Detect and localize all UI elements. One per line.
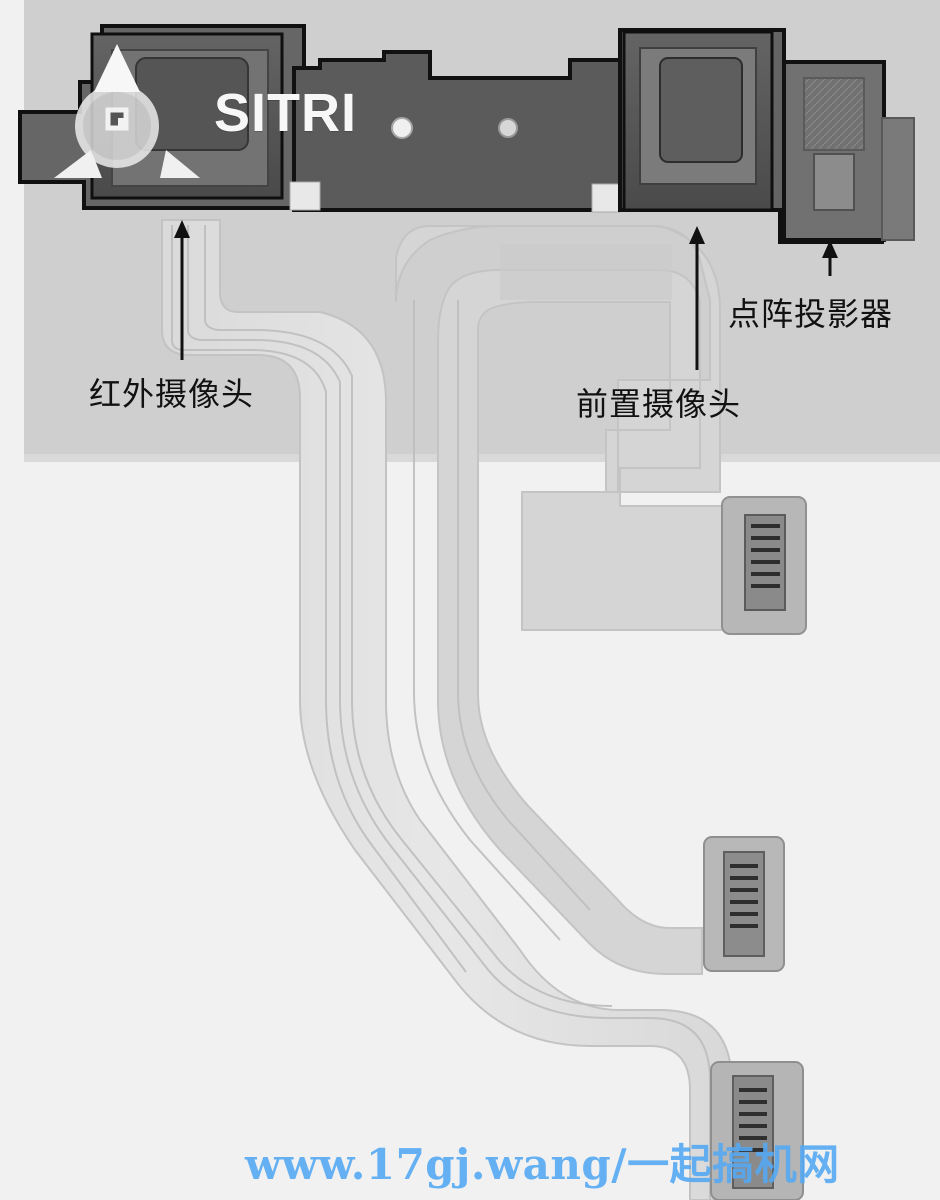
- secondary-flex-cable: [395, 225, 726, 975]
- left-connector-tab: [289, 181, 321, 211]
- annotation-arrows: [174, 220, 838, 370]
- screw-hole-left: [391, 117, 413, 139]
- left-sensor-assembly: [18, 24, 320, 210]
- flex-traces: [171, 225, 711, 1200]
- right-edge-tab: [881, 117, 915, 241]
- flex-overlap-region: [500, 244, 672, 300]
- right-connector-tab: [591, 183, 621, 213]
- connector-pads: [703, 496, 807, 1200]
- dot-projector-label: 点阵投影器: [728, 295, 894, 333]
- connector-pad-3-core: [732, 1075, 774, 1189]
- upper-gray-bottom-edge: [24, 454, 940, 462]
- watermark-text: www.17gj.wang/一起搞机网: [245, 1140, 840, 1189]
- dot-projector-arrow-head: [822, 240, 838, 258]
- ir-camera-arrow-head: [174, 220, 190, 238]
- sitri-logo-center: [118, 118, 126, 126]
- connector-pad-2-pins: [730, 864, 758, 928]
- sitri-logo-top-triangle: [94, 44, 140, 92]
- screw-hole-right: [498, 118, 518, 138]
- front-camera-arrow-head: [689, 226, 705, 244]
- connector-pad-1-pins: [751, 524, 780, 588]
- center-bracket: [289, 50, 622, 213]
- sitri-logo-right-triangle: [160, 150, 200, 178]
- sitri-brand-text: SITRI: [214, 83, 358, 143]
- flex-cable-group: [161, 219, 733, 1200]
- sitri-logo-left-triangle: [54, 150, 102, 178]
- dot-projector-circuit: [803, 77, 865, 151]
- right-camera-assembly: [618, 28, 915, 244]
- front-camera-label: 前置摄像头: [576, 385, 742, 423]
- ir-camera-label: 红外摄像头: [89, 375, 255, 413]
- connector-pad-3-pins: [739, 1088, 767, 1152]
- front-camera-lens: [659, 57, 743, 163]
- dot-projector-lower-chip: [813, 153, 855, 211]
